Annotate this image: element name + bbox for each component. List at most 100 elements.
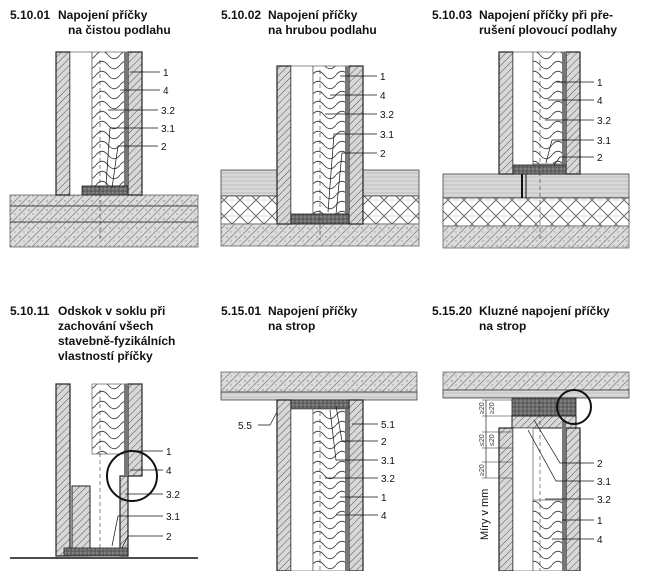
detail-number: 5.15.01	[221, 304, 262, 318]
caption-5-10-03: 5.10.03 Napojení příčky při pře- rušení …	[432, 8, 647, 40]
callout-label: 2	[597, 459, 603, 470]
stud-profile	[562, 52, 566, 165]
callout-label: 1	[380, 72, 386, 83]
detail-title-line: Napojení příčky	[268, 304, 358, 318]
ceiling-slab	[442, 371, 630, 391]
floating-screed-left	[220, 169, 278, 197]
callout-label: 1	[163, 68, 169, 79]
ceiling-slab	[220, 371, 418, 393]
detail-title-line: vlastností příčky	[58, 349, 153, 363]
dimension-label: ≥20	[479, 402, 486, 414]
mineral-wool	[312, 408, 350, 571]
callout-label: 3.2	[381, 474, 395, 485]
callout-label: 3.2	[166, 490, 180, 501]
dimension-label: ≤20	[489, 434, 496, 446]
detail-highlight-circle	[556, 389, 592, 425]
callout-label: 1	[597, 78, 603, 89]
gypsum-board-left	[55, 383, 71, 557]
detail-number: 5.10.03	[432, 8, 473, 22]
callout-label: 2	[597, 153, 603, 164]
mineral-wool	[91, 383, 129, 455]
caption-5-10-01: 5.10.01 Napojení příčky na čistou podlah…	[10, 8, 210, 40]
callout-label: 3.2	[597, 116, 611, 127]
detail-title-line: stavebně-fyzikálních	[58, 334, 176, 348]
mineral-wool	[532, 51, 567, 165]
detail-title-line: Napojení příčky	[268, 8, 358, 22]
callout-label: 4	[597, 96, 603, 107]
gypsum-strips	[511, 415, 577, 429]
sliding-ceiling-track	[511, 397, 577, 417]
caption-5-15-01: 5.15.01 Napojení příčky na strop	[221, 304, 421, 336]
detail-title-line: na strop	[268, 319, 316, 333]
callout-label: 4	[380, 91, 386, 102]
cavity-left	[69, 51, 93, 196]
gypsum-board-right	[348, 65, 364, 225]
callout-label: 3.2	[597, 495, 611, 506]
dimension-label: ≤20	[479, 434, 486, 446]
gypsum-board-left	[55, 51, 71, 196]
detail-5-10-03: 1 4 3.2 3.1 2	[442, 51, 630, 249]
detail-highlight-circle	[106, 450, 158, 502]
gypsum-board-left	[498, 51, 514, 175]
detail-title-line: zachování všech	[58, 319, 154, 333]
callout-label: 3.2	[161, 106, 175, 117]
callout-label: 3.2	[380, 110, 394, 121]
callout-label: 3.1	[381, 456, 395, 467]
mineral-wool	[91, 51, 129, 187]
detail-5-10-02: 1 4 3.2 3.1 2	[220, 65, 420, 247]
mineral-wool	[532, 499, 567, 571]
cavity-left	[512, 427, 534, 571]
callout-label: 5.5	[238, 421, 252, 432]
callout-label: 2	[161, 142, 167, 153]
detail-5-15-20: ≥20 ≥20 ≤20 ≤20 ≥20 Míry v mm 2 3.1 3.2 …	[442, 371, 630, 571]
floating-screed-right	[362, 169, 420, 197]
detail-number: 5.10.02	[221, 8, 262, 22]
detail-5-10-01: 1 4 3.2 3.1 2	[9, 51, 199, 248]
stud-profile	[345, 66, 349, 216]
callout-label: 1	[381, 493, 387, 504]
gypsum-board-left	[276, 65, 292, 225]
ceiling-plaster	[220, 391, 418, 401]
subfloor-slab	[9, 194, 199, 248]
cavity-left	[290, 65, 314, 225]
detail-number: 5.10.11	[10, 304, 50, 318]
callout-label: 2	[381, 437, 387, 448]
stud-profile	[562, 420, 566, 571]
structural-slab	[442, 225, 630, 249]
callout-label: 4	[163, 86, 169, 97]
callout-label: 2	[380, 149, 386, 160]
gypsum-board-right	[348, 399, 364, 571]
gypsum-board-right-upper	[127, 383, 143, 477]
callout-label: 2	[166, 532, 172, 543]
callout-label: 3.1	[380, 130, 394, 141]
callout-label: 3.1	[161, 124, 175, 135]
detail-number: 5.10.01	[10, 8, 51, 22]
cavity-left	[290, 408, 314, 571]
impact-insulation	[442, 197, 630, 227]
stud-profile	[124, 384, 128, 476]
detail-title-line: Napojení příčky při pře-	[479, 8, 614, 22]
detail-title-line: na hrubou podlahu	[268, 23, 377, 37]
floor-track	[512, 164, 567, 175]
detail-title-line: Odskok v soklu při	[58, 304, 166, 318]
detail-title-line: rušení plovoucí podlahy	[479, 23, 618, 37]
plinth-offset-board	[71, 485, 91, 557]
ceiling-plaster	[442, 389, 630, 399]
callout-label: 1	[166, 447, 172, 458]
callout-label: 1	[597, 516, 603, 527]
caption-5-10-02: 5.10.02 Napojení příčky na hrubou podlah…	[221, 8, 421, 40]
floor-track	[63, 547, 129, 557]
detail-number: 5.15.20	[432, 304, 473, 318]
gypsum-board-right	[127, 51, 143, 196]
detail-5-15-01: 5.5 5.1 2 3.1 3.2 1 4	[220, 371, 418, 571]
impact-insulation-left	[220, 195, 278, 225]
gypsum-board-right	[565, 427, 581, 571]
callout-label: 3.1	[166, 512, 180, 523]
impact-insulation-right	[362, 195, 420, 225]
detail-5-10-11: 1 4 3.2 3.1 2	[10, 383, 198, 559]
callout-label: 3.1	[597, 477, 611, 488]
callout-label: 4	[381, 511, 387, 522]
detail-title-line: na strop	[479, 319, 527, 333]
gypsum-board-left	[276, 399, 292, 571]
